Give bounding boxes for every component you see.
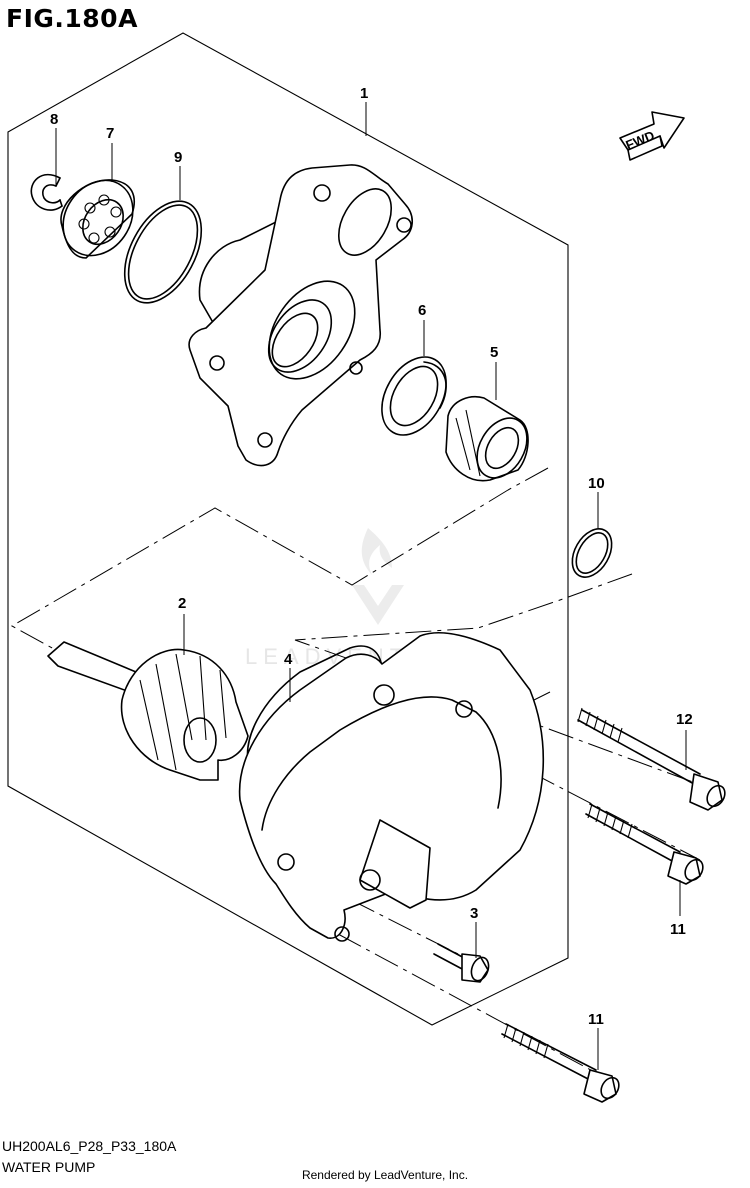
- mechanical-seal-part-5: [445, 396, 529, 482]
- callout-6: 6: [418, 302, 426, 319]
- figure-title: FIG.180A: [6, 4, 138, 33]
- assembly-outline: [7, 32, 569, 1026]
- callout-11-lower: 11: [588, 1011, 604, 1028]
- pump-housing-part-1: [188, 164, 413, 467]
- diagram-code: UH200AL6_P28_P33_180A: [2, 1138, 177, 1154]
- callout-7: 7: [106, 125, 114, 142]
- water-pump-exploded-diagram: LEADVENTURE: [7, 32, 726, 1103]
- fwd-direction-arrow: FWD: [619, 111, 685, 161]
- bolt-part-12: [577, 707, 726, 811]
- impeller-part-2: [47, 641, 249, 781]
- circlip-part-8: [30, 173, 63, 211]
- callout-5: 5: [490, 344, 498, 361]
- callout-3: 3: [470, 905, 478, 922]
- bearing-part-7: [60, 179, 136, 259]
- fwd-label: FWD: [624, 128, 657, 153]
- callout-10: 10: [588, 475, 605, 492]
- bolt-part-11-lower: [501, 1023, 620, 1103]
- callout-leaders: [55, 102, 687, 1070]
- bolt-part-11-upper: [585, 803, 704, 885]
- bolt-part-3: [433, 943, 490, 983]
- pump-cover-part-4: [238, 632, 545, 942]
- callout-11-upper: 11: [670, 921, 686, 938]
- callout-12: 12: [676, 711, 693, 728]
- callout-9: 9: [174, 149, 182, 166]
- o-ring-part-9: [123, 200, 203, 304]
- o-ring-part-10: [571, 528, 613, 578]
- footer-credit: Rendered by LeadVenture, Inc.: [301, 1168, 469, 1182]
- diagram-caption: UH200AL6_P28_P33_180A WATER PUMP: [2, 1136, 176, 1178]
- callout-numbers: 1 8 7 9 6 5 10 2 4 12 11 3 11: [50, 85, 693, 1028]
- callout-1: 1: [360, 85, 368, 102]
- footer: Rendered by LeadVenture, Inc.: [0, 1168, 750, 1182]
- oil-seal-part-6: [381, 356, 447, 436]
- diagram-name: WATER PUMP: [2, 1159, 96, 1175]
- callout-4: 4: [284, 651, 293, 668]
- callout-8: 8: [50, 111, 58, 128]
- callout-2: 2: [178, 595, 186, 612]
